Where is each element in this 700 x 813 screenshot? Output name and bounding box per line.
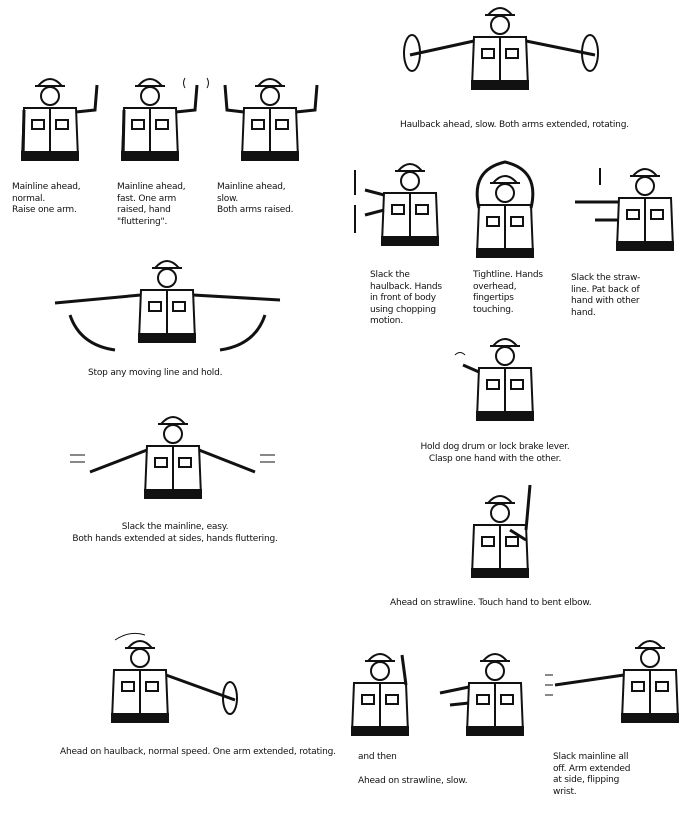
slack-mainline-easy-figure bbox=[70, 416, 275, 499]
slack-mainline-all-off-figure bbox=[545, 640, 679, 723]
caption-mainline-ahead-slow: Mainline ahead,slow.Both arms raised. bbox=[217, 182, 293, 217]
caption-line: Mainline ahead, bbox=[12, 182, 81, 192]
caption-line: Both arms raised. bbox=[217, 205, 294, 215]
caption-line: motion. bbox=[370, 316, 403, 326]
caption-line: Slack the mainline, easy. bbox=[121, 522, 229, 532]
caption-line: Hold dog drum or lock brake lever. bbox=[420, 442, 570, 452]
stop-figure bbox=[54, 260, 281, 352]
hold-dog-drum-figure bbox=[454, 338, 534, 421]
caption-ahead-haulback-normal: Ahead on haulback, normal speed. One arm… bbox=[60, 747, 336, 759]
caption-line: line. Pat back of bbox=[571, 284, 640, 295]
caption-line: using chopping bbox=[370, 304, 436, 315]
caption-line: normal. bbox=[12, 193, 45, 204]
caption-line: touching. bbox=[473, 304, 514, 315]
caption-line: Tightline. Hands bbox=[473, 270, 543, 280]
caption-line: in front of body bbox=[370, 293, 436, 303]
caption-line: Ahead on strawline, slow. bbox=[358, 776, 468, 786]
caption-hold-dog-drum: Hold dog drum or lock brake lever.Clasp … bbox=[395, 442, 595, 465]
caption-line: Slack the straw- bbox=[571, 273, 641, 283]
caption-line: raised, hand bbox=[117, 205, 171, 215]
mainline-ahead-slow-figure bbox=[223, 78, 319, 161]
caption-line: Ahead on strawline. Touch hand to bent e… bbox=[390, 598, 592, 608]
slack-haulback-figure bbox=[354, 163, 439, 246]
caption-haulback-ahead-slow: Haulback ahead, slow. Both arms extended… bbox=[400, 120, 629, 132]
caption-line: overhead, bbox=[473, 281, 517, 292]
caption-ahead-strawline-slow: Ahead on strawline, slow. bbox=[358, 776, 468, 788]
caption-line: fingertips bbox=[473, 293, 514, 303]
mainline-ahead-fast-figure bbox=[121, 77, 209, 161]
tightline-figure bbox=[475, 160, 535, 258]
caption-line: hand with other bbox=[571, 296, 640, 306]
caption-line: Mainline ahead, bbox=[117, 182, 186, 192]
caption-line: Stop any moving line and hold. bbox=[88, 368, 223, 378]
caption-line: at side, flipping bbox=[553, 775, 620, 785]
caption-line: Raise one arm. bbox=[12, 205, 77, 215]
caption-line: Both hands extended at sides, hands flut… bbox=[72, 533, 278, 544]
caption-line: Ahead on haulback, normal speed. One arm… bbox=[60, 747, 336, 757]
caption-line: off. Arm extended bbox=[553, 763, 631, 774]
caption-line: Slack mainline all bbox=[553, 752, 629, 762]
haulback-ahead-slow-figure bbox=[403, 7, 599, 90]
ahead-strawline-slow-figure-2 bbox=[439, 653, 524, 736]
caption-line: Mainline ahead, bbox=[217, 182, 286, 192]
caption-stop: Stop any moving line and hold. bbox=[88, 368, 222, 380]
caption-slack-mainline-easy: Slack the mainline, easy.Both hands exte… bbox=[60, 522, 290, 545]
caption-mainline-ahead-normal: Mainline ahead,normal.Raise one arm. bbox=[12, 182, 81, 217]
caption-line: "fluttering". bbox=[117, 216, 168, 227]
caption-line: fast. One arm bbox=[117, 193, 177, 204]
caption-ahead-on-strawline: Ahead on strawline. Touch hand to bent e… bbox=[390, 598, 592, 610]
ahead-on-strawline-figure bbox=[471, 484, 532, 578]
caption-line: hand. bbox=[571, 307, 596, 318]
caption-line: slow. bbox=[217, 193, 239, 204]
ahead-strawline-slow-figure-1 bbox=[351, 653, 409, 736]
caption-line: Slack the bbox=[370, 270, 410, 280]
caption-line: haulback. Hands bbox=[370, 281, 442, 292]
mainline-ahead-normal-figure bbox=[21, 78, 99, 161]
caption-line: and then bbox=[358, 752, 397, 762]
caption-line: Haulback ahead, slow. Both arms extended… bbox=[400, 120, 629, 130]
slack-strawline-figure bbox=[575, 168, 674, 251]
ahead-haulback-normal-figure bbox=[111, 632, 238, 723]
caption-and-then: and then bbox=[358, 752, 397, 764]
caption-line: Clasp one hand with the other. bbox=[428, 453, 562, 464]
caption-line: wrist. bbox=[553, 786, 577, 797]
